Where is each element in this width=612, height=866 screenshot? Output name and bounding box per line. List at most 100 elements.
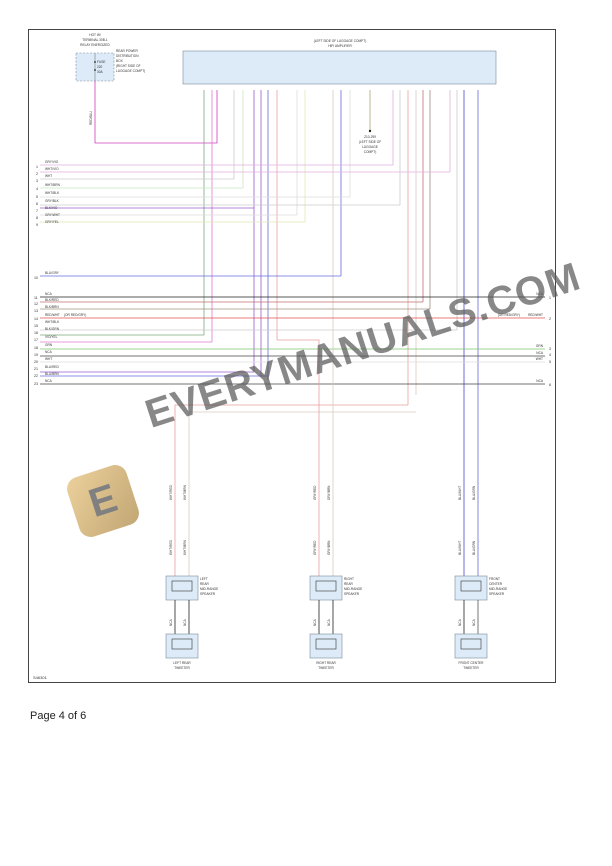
svg-text:6: 6	[549, 383, 551, 387]
svg-text:16: 16	[34, 331, 38, 335]
svg-text:MID-RANGE: MID-RANGE	[344, 587, 362, 591]
hifi-amplifier: (LEFT SIDE OF LUGGAGE COMPT) HIFI AMPLIF…	[182, 39, 497, 85]
svg-text:3: 3	[36, 179, 38, 183]
svg-text:GRN: GRN	[536, 344, 544, 348]
svg-text:18: 18	[34, 346, 38, 350]
svg-text:17: 17	[34, 338, 38, 342]
svg-text:7: 7	[36, 209, 38, 213]
svg-text:(LEFT SIDE OF LUGGAGE COMPT): (LEFT SIDE OF LUGGAGE COMPT)	[314, 39, 367, 43]
svg-text:MID-RANGE: MID-RANGE	[200, 587, 218, 591]
svg-text:(RIGHT SIDE OF: (RIGHT SIDE OF	[116, 64, 141, 68]
svg-text:2: 2	[36, 172, 38, 176]
svg-text:WHT: WHT	[536, 357, 543, 361]
svg-text:1: 1	[549, 296, 551, 300]
svg-text:RELAY ENERGIZED: RELAY ENERGIZED	[80, 43, 110, 47]
svg-text:BLK/BRN: BLK/BRN	[45, 305, 59, 309]
front-center-midrange-speaker	[454, 575, 488, 601]
svg-text:BLK/GRN: BLK/GRN	[45, 327, 60, 331]
left-rear-midrange-speaker	[165, 575, 199, 601]
svg-text:COMPT): COMPT)	[364, 150, 377, 154]
svg-text:13: 13	[34, 309, 38, 313]
svg-text:WHT/BRN: WHT/BRN	[183, 484, 187, 500]
svg-text:FUSE: FUSE	[97, 60, 106, 64]
svg-text:LEFT REAR: LEFT REAR	[173, 661, 191, 665]
svg-text:30A: 30A	[97, 70, 104, 74]
svg-text:23: 23	[34, 382, 38, 386]
svg-text:22: 22	[34, 374, 38, 378]
svg-text:REAR: REAR	[344, 582, 354, 586]
svg-text:WHT/BRN: WHT/BRN	[45, 183, 61, 187]
svg-text:GRN: GRN	[45, 343, 53, 347]
svg-text:9: 9	[36, 223, 38, 227]
svg-text:REAR: REAR	[200, 582, 210, 586]
left-rear-tweeter	[165, 633, 199, 659]
svg-text:LUGGAGE COMPT): LUGGAGE COMPT)	[116, 69, 145, 73]
svg-text:GRY/RED: GRY/RED	[313, 485, 317, 500]
svg-text:CENTER: CENTER	[489, 582, 503, 586]
svg-text:10: 10	[34, 276, 38, 280]
svg-text:TWEETER: TWEETER	[463, 666, 479, 670]
svg-text:12: 12	[34, 302, 38, 306]
svg-text:19: 19	[34, 353, 38, 357]
svg-text:HIFI AMPLIFIER: HIFI AMPLIFIER	[328, 44, 352, 48]
svg-text:VIO/YEL: VIO/YEL	[45, 335, 58, 339]
svg-text:BLU/RED: BLU/RED	[45, 365, 60, 369]
right-rear-speaker-group: GRY/RED GRY/BRN GRY/RED GRY/BRN RIGHT RE…	[309, 485, 362, 670]
svg-text:NCA: NCA	[458, 618, 462, 626]
svg-text:GRY/VIO: GRY/VIO	[45, 160, 59, 164]
svg-text:WHT/BLK: WHT/BLK	[45, 320, 60, 324]
svg-text:15: 15	[34, 324, 38, 328]
svg-text:14: 14	[34, 317, 38, 321]
right-rear-midrange-speaker	[309, 575, 343, 601]
svg-text:GRY/BRN: GRY/BRN	[327, 485, 331, 500]
svg-text:WHT/VIO: WHT/VIO	[45, 167, 59, 171]
svg-text:RIGHT: RIGHT	[344, 577, 354, 581]
rear-power-distribution-box: HOT W/ TERMINAL 30B-1 RELAY ENERGIZED RE…	[75, 33, 145, 82]
svg-text:FRONT CENTER: FRONT CENTER	[459, 661, 485, 665]
svg-text:SPEAKER: SPEAKER	[489, 592, 505, 596]
svg-text:220: 220	[97, 65, 103, 69]
svg-text:HOT W/: HOT W/	[89, 33, 101, 37]
svg-text:BLU/WHT: BLU/WHT	[458, 486, 462, 500]
svg-text:3: 3	[549, 347, 551, 351]
front-center-speaker-group: BLU/WHT BLU/GRN BLU/WHT BLU/GRN FRONT CE…	[454, 485, 507, 670]
svg-text:NCA: NCA	[536, 351, 544, 355]
svg-text:NCA: NCA	[45, 379, 53, 383]
svg-text:NCA: NCA	[45, 350, 53, 354]
svg-text:5: 5	[549, 360, 551, 364]
svg-text:TWEETER: TWEETER	[318, 666, 334, 670]
svg-text:1: 1	[36, 165, 38, 169]
svg-text:GRY/WHT: GRY/WHT	[45, 213, 60, 217]
right-rear-tweeter	[309, 633, 343, 659]
svg-text:LUGGAGE: LUGGAGE	[362, 145, 378, 149]
page-indicator: Page 4 of 6	[30, 710, 87, 722]
svg-text:NCA: NCA	[472, 618, 476, 626]
svg-text:BLK/VIO: BLK/VIO	[45, 206, 58, 210]
left-connector-wires	[40, 164, 545, 385]
svg-text:WHT/RED: WHT/RED	[169, 484, 173, 500]
speaker-feed-wires	[174, 339, 416, 580]
svg-text:6: 6	[36, 202, 38, 206]
amp-output-wires	[203, 90, 479, 580]
svg-text:RIGHT REAR: RIGHT REAR	[316, 661, 336, 665]
svg-text:BLU/GRN: BLU/GRN	[472, 485, 476, 500]
svg-text:8: 8	[36, 216, 38, 220]
svg-text:RED/BLU: RED/BLU	[89, 110, 93, 125]
ground-z10-299: Z10-299 (LEFT SIDE OF LUGGAGE COMPT)	[359, 129, 381, 154]
svg-text:4: 4	[36, 187, 38, 191]
svg-text:GRY/RED: GRY/RED	[313, 540, 317, 555]
svg-text:BLU/GRY: BLU/GRY	[45, 271, 60, 275]
svg-text:FRONT: FRONT	[489, 577, 500, 581]
svg-text:BLU/WHT: BLU/WHT	[458, 541, 462, 555]
svg-text:11: 11	[34, 296, 38, 300]
svg-text:GRY/BLK: GRY/BLK	[45, 199, 60, 203]
svg-text:(LEFT SIDE OF: (LEFT SIDE OF	[359, 140, 381, 144]
svg-text:NCA: NCA	[327, 618, 331, 626]
svg-text:WHT/BLK: WHT/BLK	[45, 191, 60, 195]
svg-text:NCA: NCA	[536, 292, 544, 296]
svg-text:WHT/RED: WHT/RED	[169, 539, 173, 555]
front-center-tweeter	[454, 633, 488, 659]
